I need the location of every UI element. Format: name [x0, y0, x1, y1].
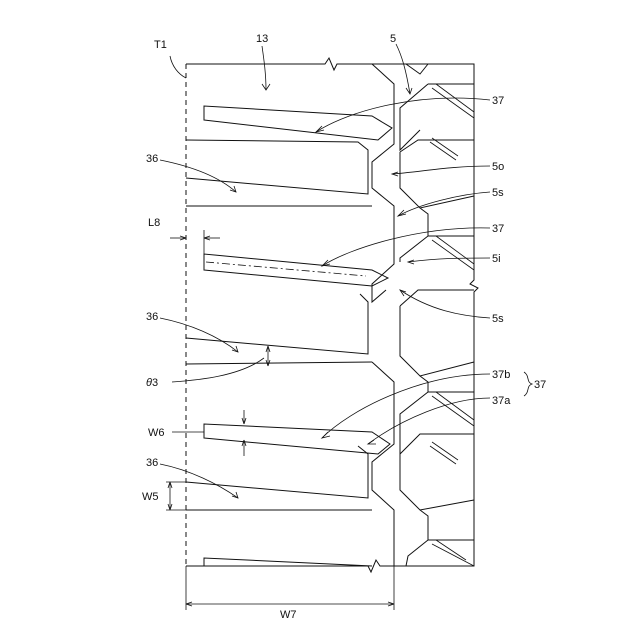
dimension-w7	[186, 566, 394, 610]
label-l8: L8	[148, 217, 160, 229]
label-5i: 5i	[492, 253, 501, 265]
label-theta3: θ3	[146, 377, 158, 389]
label-36-c: 36	[146, 457, 158, 469]
dimension-w5	[166, 482, 186, 510]
label-5o: 5o	[492, 161, 504, 173]
label-37b: 37b	[492, 369, 510, 381]
reference-labels: T1 13 5 37 36 5o 5s L8 37 5i 36 5s θ3 37…	[142, 33, 546, 621]
label-36-a: 36	[146, 153, 158, 165]
label-37-brace: 37	[534, 379, 546, 391]
label-13: 13	[256, 33, 268, 45]
inner-block-sipes	[430, 84, 474, 566]
dimension-l8	[170, 230, 220, 256]
lateral-grooves-36	[186, 140, 372, 510]
main-groove-5	[372, 64, 474, 566]
dimension-w6	[242, 410, 246, 456]
label-w5: W5	[142, 491, 159, 503]
narrow-grooves-37	[204, 106, 392, 566]
label-5s-b: 5s	[492, 313, 504, 325]
label-37a: 37a	[492, 395, 511, 407]
label-w7: W7	[280, 609, 297, 621]
dimension-theta3	[266, 346, 270, 366]
label-36-b: 36	[146, 311, 158, 323]
label-37-mid: 37	[492, 223, 504, 235]
label-5s-a: 5s	[492, 187, 504, 199]
label-37-top: 37	[492, 95, 504, 107]
label-w6: W6	[148, 427, 165, 439]
label-t1: T1	[154, 39, 167, 51]
label-5: 5	[390, 33, 396, 45]
